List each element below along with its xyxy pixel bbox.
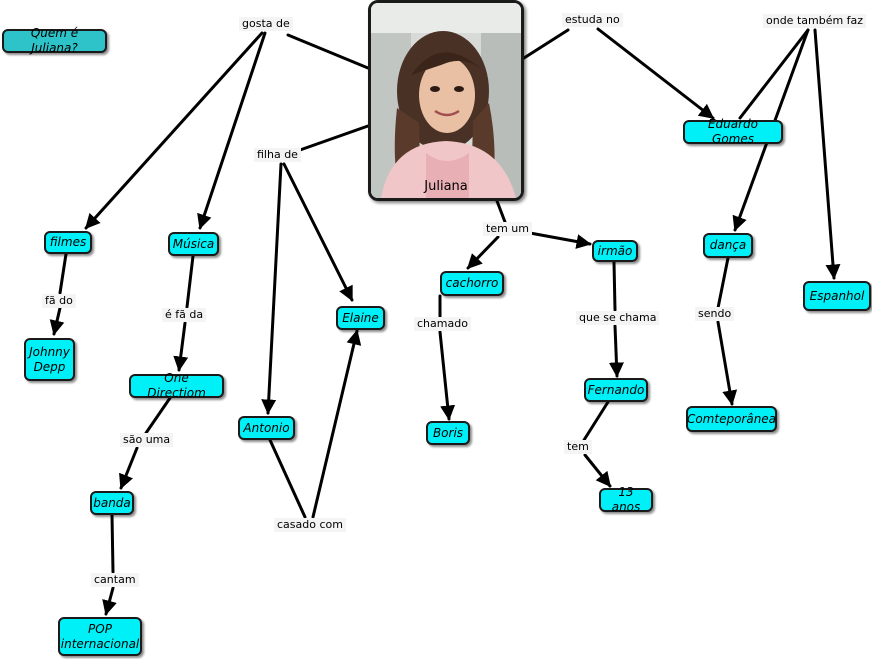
concept-filmes[interactable]: filmes (44, 231, 92, 254)
phrase-gosta-de: gosta de (239, 17, 293, 31)
phrase-cantam: cantam (91, 573, 139, 587)
concept-one-directiom[interactable]: One Directiom (129, 371, 224, 400)
concept-boris[interactable]: Boris (426, 421, 470, 445)
concept-13-anos[interactable]: 13 anos (599, 485, 653, 514)
phrase-sendo: sendo (695, 307, 735, 321)
juliana-photo-card[interactable]: Juliana (368, 0, 524, 201)
concept-fernando[interactable]: Fernando (584, 378, 648, 402)
concept-eduardo-gomes[interactable]: Eduardo Gomes (683, 117, 783, 146)
concept-irmao[interactable]: irmão (592, 240, 638, 262)
phrase-e-fa-da: é fã da (162, 308, 207, 322)
phrase-casado-com: casado com (274, 518, 346, 532)
map-title[interactable]: Quem é Juliana? (2, 26, 107, 55)
phrase-onde-tambem-faz: onde também faz (763, 14, 867, 28)
concept-danca[interactable]: dança (703, 233, 753, 258)
concept-elaine[interactable]: Elaine (336, 306, 385, 330)
concept-pop-internacional[interactable]: POP internacional (58, 617, 142, 656)
portrait-photo (371, 3, 521, 198)
concept-musica[interactable]: Música (168, 232, 219, 256)
concept-banda[interactable]: banda (90, 491, 134, 515)
phrase-tem: tem (564, 440, 592, 454)
phrase-sao-uma: são uma (120, 433, 174, 447)
phrase-estuda-no: estuda no (562, 13, 623, 27)
concept-johnny-depp[interactable]: Johnny Depp (24, 338, 75, 381)
center-label: Juliana (424, 179, 468, 194)
phrase-tem-um: tem um (483, 222, 532, 236)
concept-espanhol[interactable]: Espanhol (803, 281, 871, 311)
phrase-que-se-chama: que se chama (576, 311, 660, 325)
phrase-fa-do: fã do (42, 294, 76, 308)
concept-cachorro[interactable]: cachorro (440, 271, 504, 296)
phrase-filha-de: filha de (254, 148, 301, 162)
phrase-chamado: chamado (414, 317, 471, 331)
concept-comteporanea[interactable]: Comteporânea (686, 406, 777, 432)
concept-antonio[interactable]: Antonio (238, 416, 295, 440)
